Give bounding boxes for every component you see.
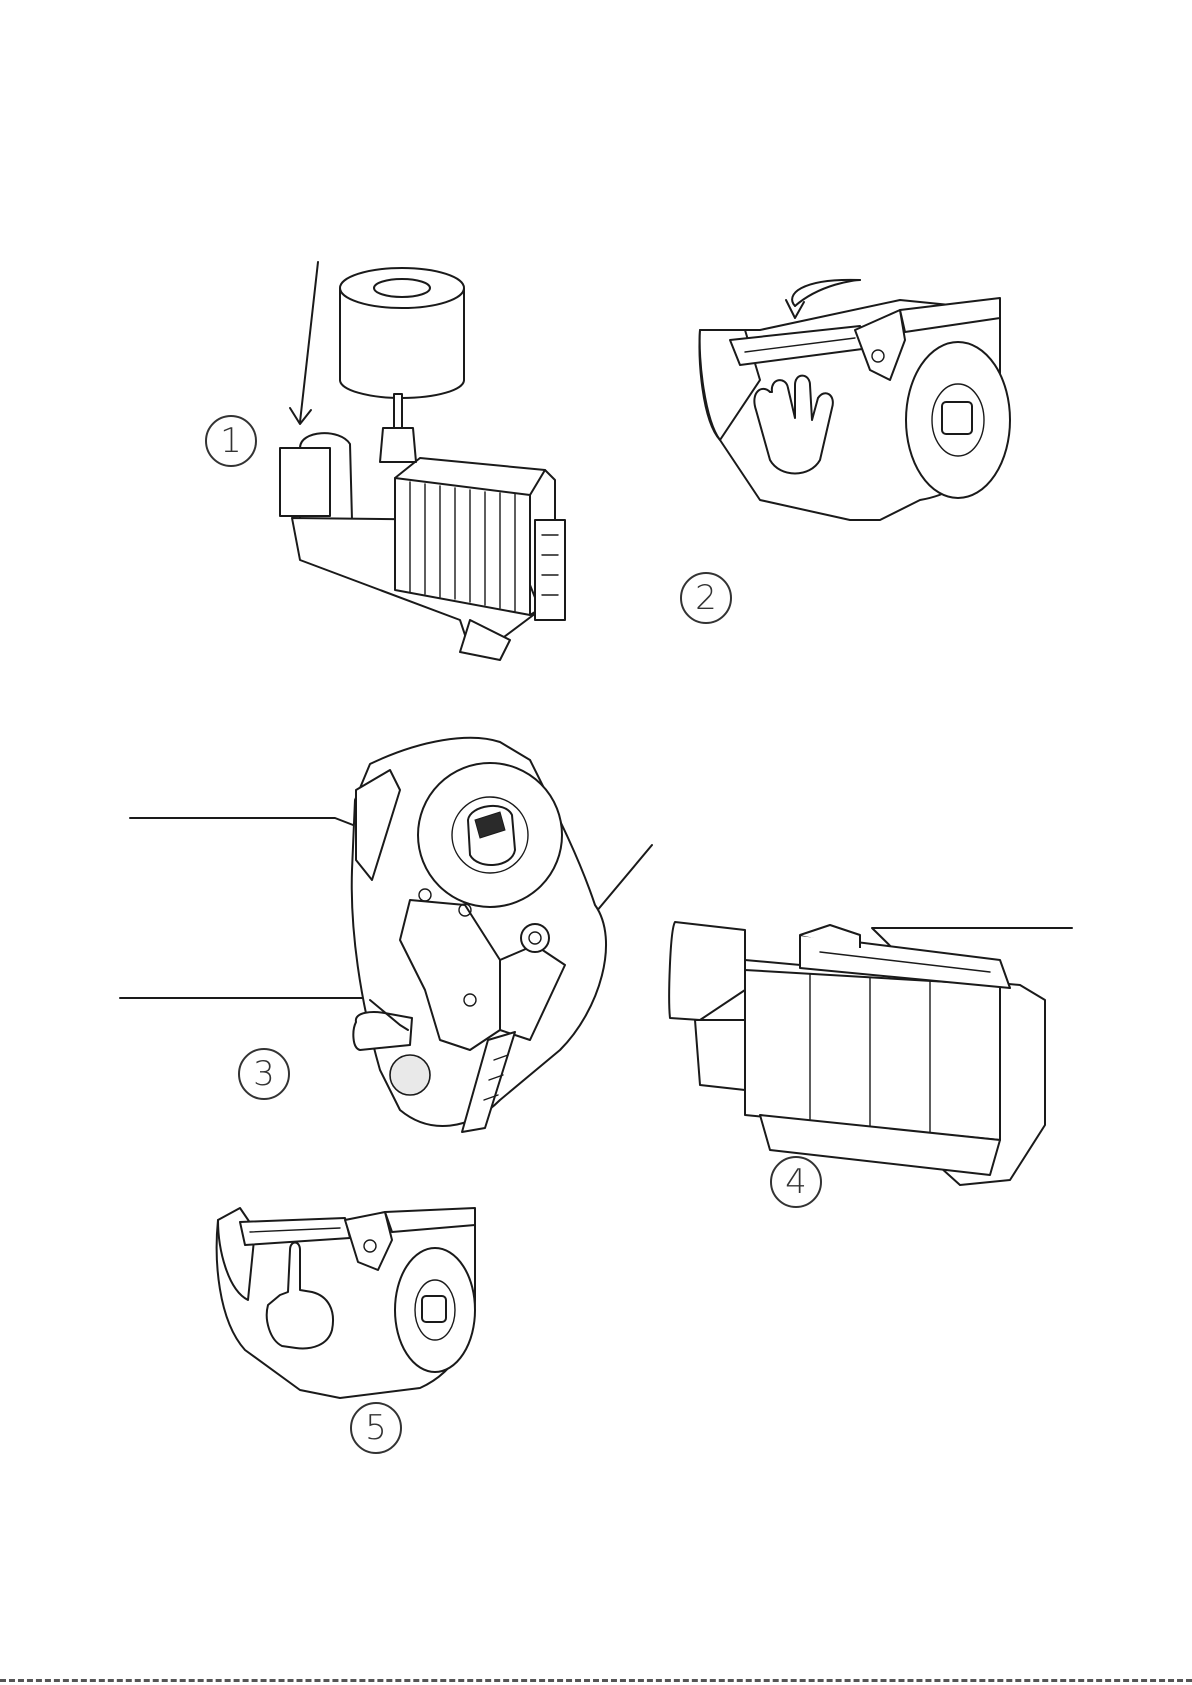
step-4-illustration (669, 922, 1072, 1185)
printer-side-view (352, 738, 606, 1132)
insert-arrow-shaft (300, 262, 318, 422)
step-4-label: 4 (770, 1156, 822, 1208)
printer-body-press (217, 1208, 475, 1398)
printer-body-open (280, 433, 565, 660)
printer-body-closed (700, 298, 1010, 520)
printer-top-view (669, 922, 1045, 1185)
step-3-label: 3 (238, 1048, 290, 1100)
step-2-illustration (700, 280, 1010, 520)
step-1-illustration (280, 262, 565, 660)
step-5-illustration (217, 1208, 475, 1398)
paper-roll (340, 268, 464, 398)
step-5-label: 5 (350, 1402, 402, 1454)
spindle (394, 394, 402, 428)
close-arrow-head (786, 300, 804, 318)
page-bottom-border (0, 1679, 1192, 1682)
step-2-label: 2 (680, 572, 732, 624)
step-1-label: 1 (205, 415, 257, 467)
step-3-illustration (120, 738, 652, 1132)
